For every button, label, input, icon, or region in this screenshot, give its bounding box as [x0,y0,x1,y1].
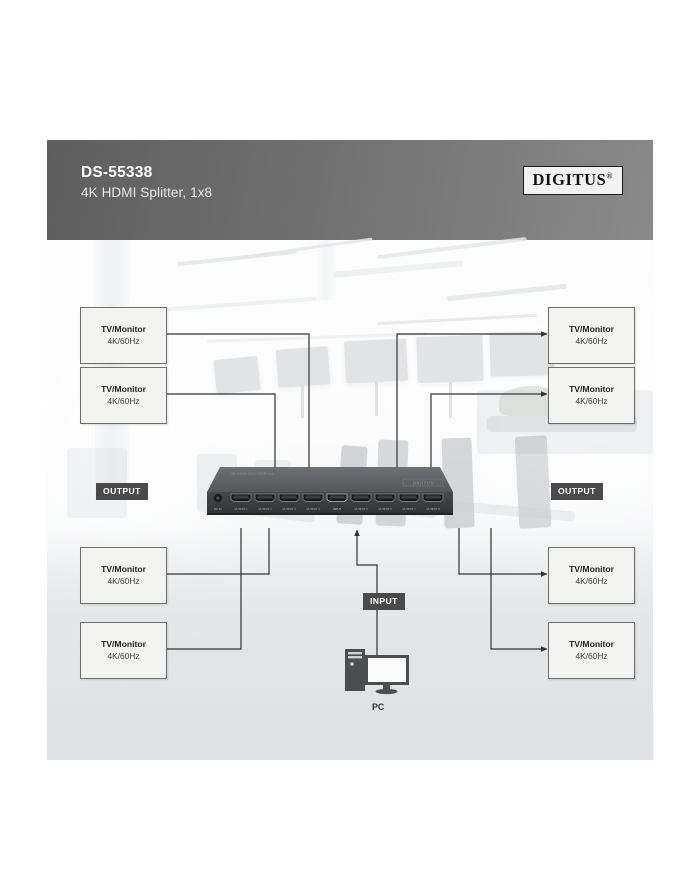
monitor-box-8: TV/Monitor 4K/60Hz [548,622,635,679]
monitor-spec: 4K/60Hz [107,650,140,661]
pc-icon [345,645,417,702]
monitor-title: TV/Monitor [569,639,614,650]
digitus-logo-text: DIGITUS [532,170,607,189]
monitor-title: TV/Monitor [569,324,614,335]
output-badge-right: OUTPUT [551,483,603,500]
monitor-title: TV/Monitor [101,324,146,335]
monitor-spec: 4K/60Hz [575,335,608,346]
svg-text:OUTPUT 6: OUTPUT 6 [378,507,392,511]
output-badge-left: OUTPUT [96,483,148,500]
connection-wires [144,331,548,663]
svg-text:OUTPUT 3: OUTPUT 3 [282,507,296,511]
monitor-title: TV/Monitor [569,384,614,395]
monitor-spec: 4K/60Hz [107,395,140,406]
svg-text:OUTPUT 4: OUTPUT 4 [306,507,320,511]
monitor-spec: 4K/60Hz [107,575,140,586]
svg-text:DC 5V: DC 5V [214,507,222,511]
monitor-spec: 4K/60Hz [107,335,140,346]
registered-mark: ® [606,171,613,181]
svg-text:OUTPUT 1: OUTPUT 1 [234,507,248,511]
monitor-title: TV/Monitor [101,639,146,650]
page-title: DS-55338 [81,164,153,181]
monitor-box-7: TV/Monitor 4K/60Hz [548,547,635,604]
svg-text:OUTPUT 2: OUTPUT 2 [258,507,272,511]
svg-text:OUTPUT 5: OUTPUT 5 [354,507,368,511]
monitor-spec: 4K/60Hz [575,395,608,406]
monitor-spec: 4K/60Hz [575,575,608,586]
svg-text:4K HDMI SPLITTER 1x8: 4K HDMI SPLITTER 1x8 [231,472,274,476]
monitor-box-6: TV/Monitor 4K/60Hz [548,367,635,424]
svg-text:INPUT: INPUT [333,507,341,511]
digitus-logo: DIGITUS® [522,166,623,195]
monitor-box-2: TV/Monitor 4K/60Hz [80,367,167,424]
svg-text:OUTPUT 8: OUTPUT 8 [426,507,440,511]
svg-text:DIGITUS: DIGITUS [413,480,434,485]
svg-text:OUTPUT 7: OUTPUT 7 [402,507,416,511]
hdmi-splitter-device: 4K HDMI SPLITTER 1x8 DIGITUS DC 5V OUTPU… [207,465,453,517]
monitor-title: TV/Monitor [101,564,146,575]
monitor-box-5: TV/Monitor 4K/60Hz [548,307,635,364]
monitor-title: TV/Monitor [569,564,614,575]
monitor-box-3: TV/Monitor 4K/60Hz [80,547,167,604]
monitor-box-1: TV/Monitor 4K/60Hz [80,307,167,364]
pc-label: PC [372,702,385,712]
monitor-spec: 4K/60Hz [575,650,608,661]
monitor-title: TV/Monitor [101,384,146,395]
page-subtitle: 4K HDMI Splitter, 1x8 [81,185,213,200]
header-bar: DS-55338 4K HDMI Splitter, 1x8 DIGITUS® [47,140,653,240]
monitor-box-4: TV/Monitor 4K/60Hz [80,622,167,679]
diagram-sheet: DS-55338 4K HDMI Splitter, 1x8 DIGITUS® [47,140,653,760]
input-badge: INPUT [363,593,405,610]
